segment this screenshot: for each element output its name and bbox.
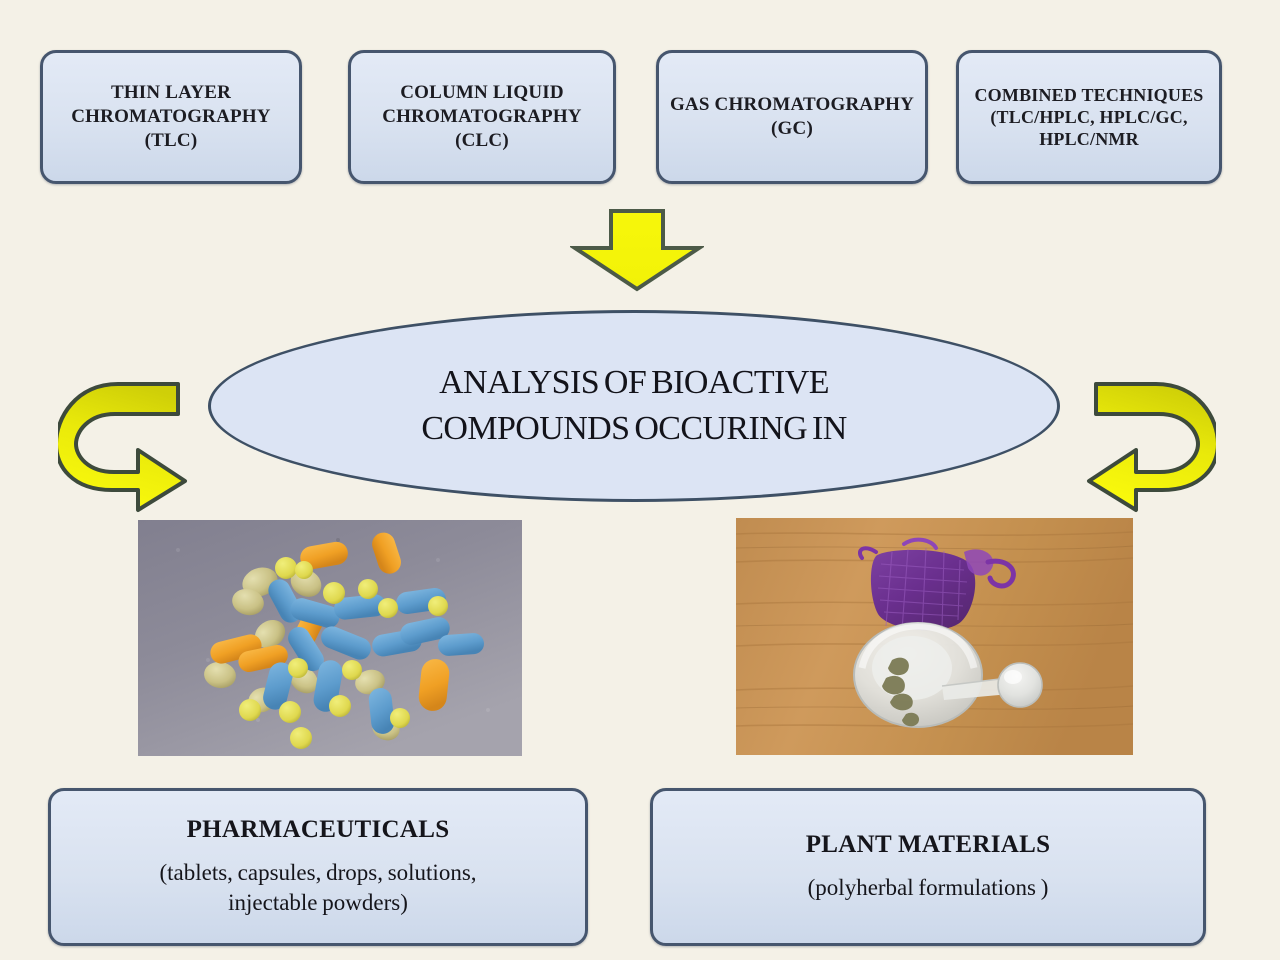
technique-box-combined-label: COMBINED TECHNIQUES (TLC/HPLC, HPLC/GC, … — [974, 84, 1204, 150]
technique-box-gc: GAS CHROMATOGRAPHY (GC) — [656, 50, 928, 184]
outcome-plant-materials-title: PLANT MATERIALS — [805, 830, 1051, 858]
outcome-plant-materials-subtitle: (polyherbal formulations ) — [807, 874, 1049, 900]
central-analysis-label: ANALYSIS OF BIOACTIVE COMPOUNDS OCCURING… — [421, 364, 847, 447]
technique-box-tlc: THIN LAYER CHROMATOGRAPHY (TLC) — [40, 50, 302, 184]
down-arrow-icon — [568, 208, 706, 292]
technique-box-clc-label: COLUMN LIQUID CHROMATOGRAPHY (CLC) — [382, 81, 582, 152]
curved-arrow-right-icon — [1066, 378, 1220, 513]
outcome-pharmaceuticals-title: PHARMACEUTICALS — [186, 815, 450, 843]
outcome-box-plant-materials: PLANT MATERIALS (polyherbal formulations… — [650, 788, 1206, 946]
technique-box-tlc-label: THIN LAYER CHROMATOGRAPHY (TLC) — [71, 81, 271, 152]
central-analysis-ellipse: ANALYSIS OF BIOACTIVE COMPOUNDS OCCURING… — [208, 310, 1060, 502]
outcome-box-pharmaceuticals: PHARMACEUTICALS (tablets, capsules, drop… — [48, 788, 588, 946]
technique-box-clc: COLUMN LIQUID CHROMATOGRAPHY (CLC) — [348, 50, 616, 184]
curved-arrow-left-icon — [54, 378, 208, 513]
plant-materials-photo — [736, 518, 1133, 755]
technique-box-combined: COMBINED TECHNIQUES (TLC/HPLC, HPLC/GC, … — [956, 50, 1222, 184]
outcome-pharmaceuticals-subtitle: (tablets, capsules, drops, solutions, in… — [159, 859, 477, 915]
technique-box-gc-label: GAS CHROMATOGRAPHY (GC) — [669, 93, 915, 139]
pharmaceuticals-photo — [138, 520, 522, 756]
